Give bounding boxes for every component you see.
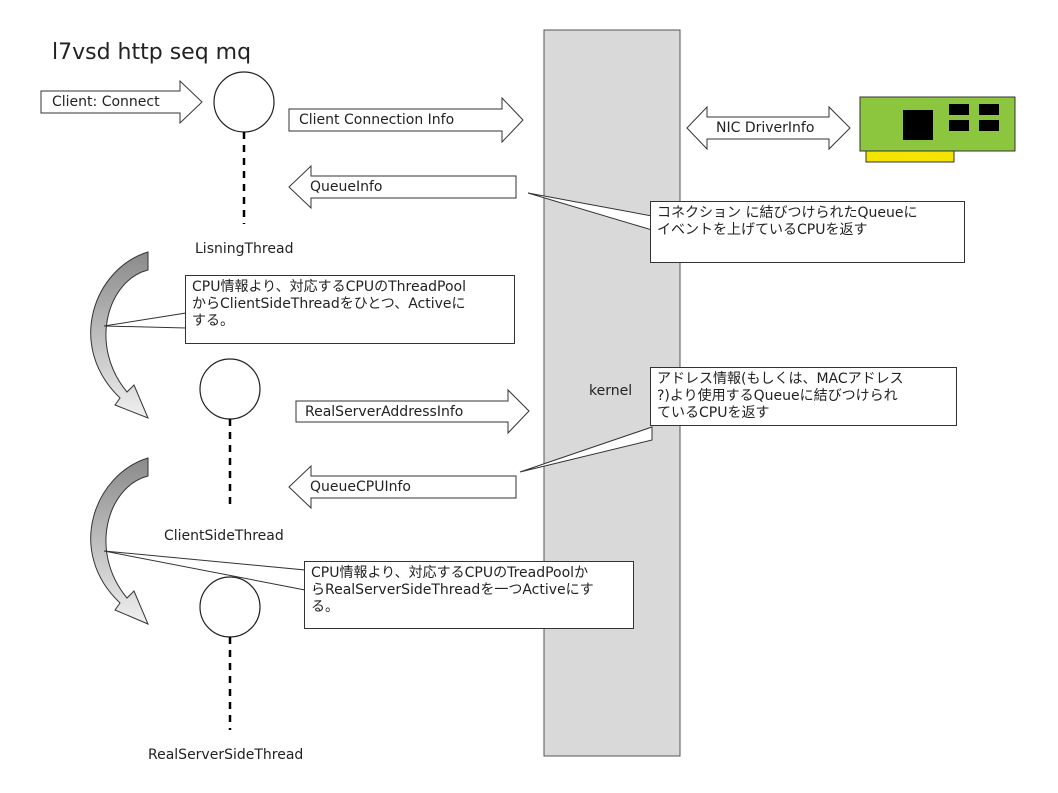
note-activate-real-server-side: CPU情報より、対応するCPUのTreadPoolか らRealServerSi… [304,561,634,629]
client-side-thread-label: ClientSideThread [164,528,284,544]
callout-pointer-activate-client [103,312,187,329]
queuecpuinfo-arrow [288,464,517,510]
real-server-side-thread-label: RealServerSideThread [148,747,304,763]
client-side-thread-node [199,358,261,420]
client-connection-info-arrow [288,96,524,144]
listening-thread-label: LisningThread [195,241,294,257]
client-connection-info-label: Client Connection Info [299,112,455,128]
nic-driverinfo-arrow [686,105,851,151]
realserveraddressinfo-arrow [295,388,530,435]
diagram-title: l7vsd http seq mq [52,40,252,65]
nic-card-icon [859,96,1016,163]
kernel-label: kernel [589,383,633,399]
callout-pointer-activate-realserver [103,550,306,591]
realserveraddressinfo-label: RealServerAddressInfo [305,404,464,420]
curved-arrow-lower [90,457,149,625]
note-queue-event-cpu: コネクション に結びつけられたQueueに イベントを上げているCPUを返す [650,201,965,263]
client-connect-arrow [40,79,203,125]
client-connect-label: Client: Connect [52,94,160,110]
queueinfo-arrow [288,164,517,210]
note-activate-client-side: CPU情報より、対応するCPUのThreadPool からClientSideT… [185,275,515,344]
listening-thread-node [213,71,275,133]
queueinfo-label: QueueInfo [310,179,383,195]
queuecpuinfo-label: QueueCPUInfo [310,479,411,495]
nic-driverinfo-label: NIC DriverInfo [716,120,815,136]
curved-arrow-upper [90,251,149,419]
real-server-side-thread-node [199,576,261,638]
note-address-info-cpu: アドレス情報(もしくは、MACアドレス ?)より使用するQueueに結びつけられ… [650,367,957,426]
callout-pointer-address-info [519,426,653,473]
